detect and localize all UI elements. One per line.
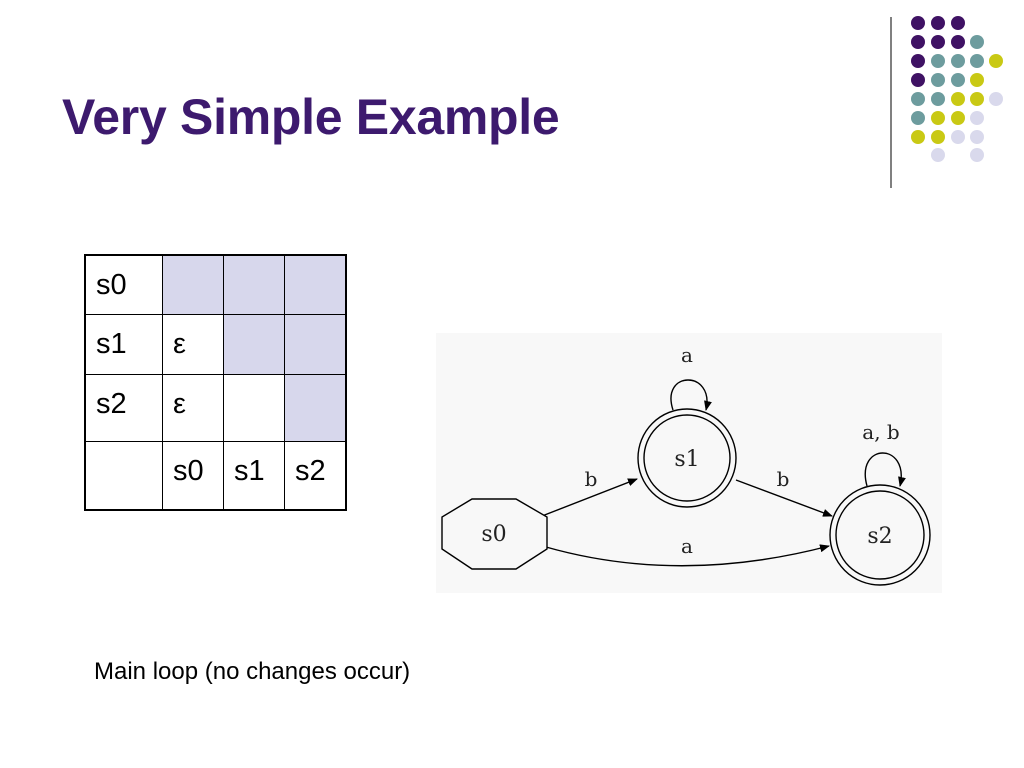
state-s2-outer — [829, 484, 931, 586]
table-cell — [284, 314, 347, 375]
row-label: s2 — [84, 374, 163, 442]
decorative-dot — [911, 35, 925, 49]
table-cell — [162, 254, 224, 315]
decorative-dot — [931, 92, 945, 106]
decorative-dot — [970, 92, 984, 106]
decorative-dot — [970, 130, 984, 144]
decorative-dot — [931, 73, 945, 87]
table-row: s0 s1 s2 — [84, 441, 347, 511]
transition-label-s1-s2: b — [777, 467, 790, 491]
decorative-dot — [931, 16, 945, 30]
decorative-dot — [970, 148, 984, 162]
equivalence-table: s0 s1 ε s2 ε s0 s1 s2 — [84, 254, 347, 511]
decorative-dot — [931, 54, 945, 68]
decorative-dot — [951, 35, 965, 49]
table-row: s2 ε — [84, 374, 347, 442]
row-label: s1 — [84, 314, 163, 375]
decorative-dot — [951, 130, 965, 144]
slide-title: Very Simple Example — [62, 89, 560, 145]
row-label: s0 — [84, 254, 163, 315]
decorative-dot — [911, 54, 925, 68]
decorative-divider — [890, 17, 892, 188]
decorative-dot — [931, 130, 945, 144]
transition-label-s2-s2: a, b — [862, 420, 899, 444]
decorative-dot — [951, 73, 965, 87]
decorative-dot — [911, 130, 925, 144]
column-header: s2 — [284, 441, 347, 511]
decorative-dot — [931, 35, 945, 49]
table-row: s0 — [84, 254, 347, 315]
table-cell: ε — [162, 314, 224, 375]
decorative-dot — [951, 92, 965, 106]
decorative-dot — [911, 111, 925, 125]
transition-label-s0-s2: a — [681, 534, 693, 558]
caption-text: Main loop (no changes occur) — [94, 658, 411, 685]
transition-s1-s1 — [670, 379, 712, 411]
state-s2-inner — [835, 490, 925, 580]
table-cell — [223, 254, 285, 315]
decorative-dot — [911, 73, 925, 87]
column-header: s1 — [223, 441, 285, 511]
decorative-dot — [970, 35, 984, 49]
decorative-dot — [931, 111, 945, 125]
state-s1-outer — [637, 408, 737, 508]
decorative-dot — [951, 16, 965, 30]
decorative-dot — [989, 92, 1003, 106]
table-cell — [223, 374, 285, 442]
table-cell: ε — [162, 374, 224, 442]
automaton-diagram: s0 s1 s2 b a a b a, b — [436, 333, 942, 593]
decorative-dot — [931, 148, 945, 162]
state-label-s0: s0 — [481, 522, 506, 547]
transition-s1-s2 — [735, 479, 833, 517]
state-s1-inner — [643, 414, 731, 502]
decorative-dot-grid — [911, 16, 1003, 162]
transition-label-s1-s1: a — [681, 343, 693, 367]
state-label-s2: s2 — [867, 524, 892, 549]
table-cell — [223, 314, 285, 375]
decorative-dot — [989, 54, 1003, 68]
decorative-dot — [911, 16, 925, 30]
row-label — [84, 441, 163, 511]
decorative-dot — [970, 111, 984, 125]
decorative-dot — [970, 54, 984, 68]
decorative-dot — [970, 73, 984, 87]
transition-s0-s1 — [541, 478, 638, 517]
table-cell — [284, 374, 347, 442]
column-header: s0 — [162, 441, 224, 511]
table-cell — [284, 254, 347, 315]
transition-label-s0-s1: b — [585, 467, 598, 491]
transition-s2-s2 — [864, 452, 906, 487]
state-s0-octagon — [441, 498, 548, 570]
decorative-dot — [951, 54, 965, 68]
transition-s0-s2 — [545, 544, 830, 567]
state-label-s1: s1 — [674, 447, 699, 472]
decorative-dot — [911, 92, 925, 106]
table-row: s1 ε — [84, 314, 347, 375]
decorative-dot — [951, 111, 965, 125]
